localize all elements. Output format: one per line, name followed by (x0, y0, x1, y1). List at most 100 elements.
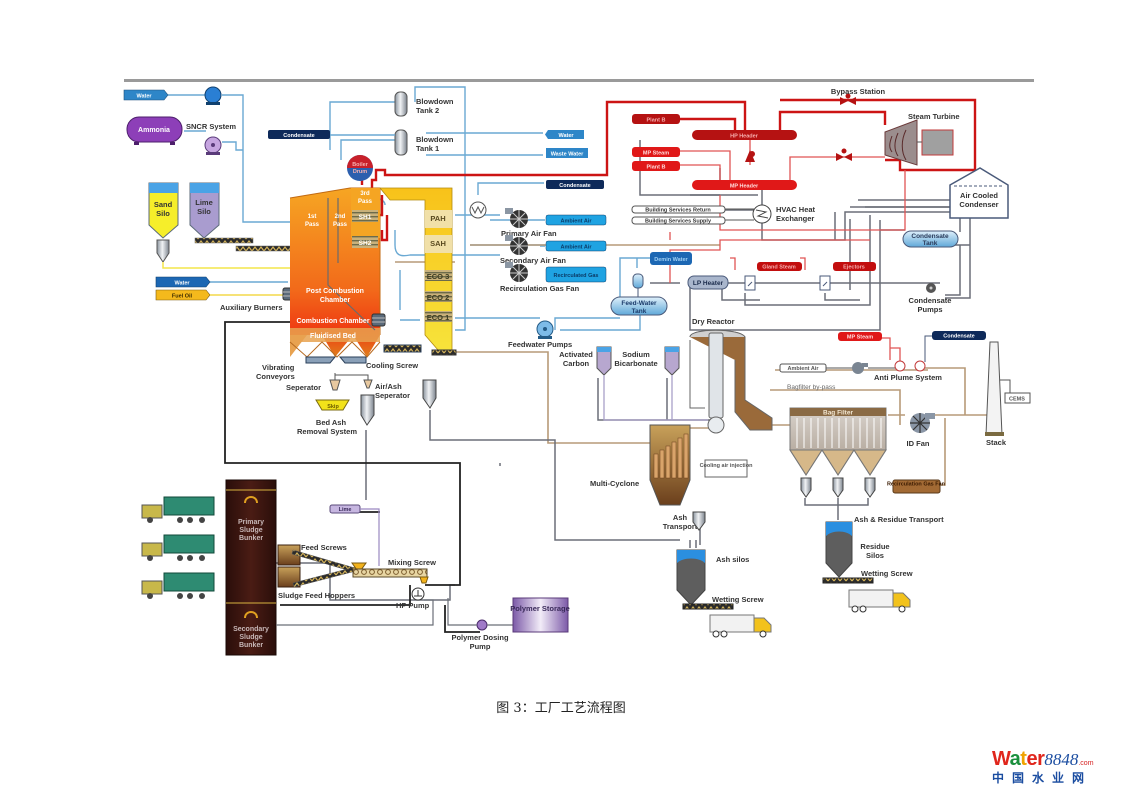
tag-cooling-air: Cooling air injection (700, 459, 753, 478)
tag-mp-steam-plume: MP Steam (838, 332, 882, 341)
tag-ammonia-tank: Ammonia (126, 116, 183, 145)
backpass-ash-cyclone (422, 379, 437, 409)
secondary-sludge-bunker: Secondary Sludge Bunker (226, 602, 276, 649)
truck-left (709, 614, 772, 638)
anti-plume-heater-2 (914, 360, 926, 372)
tag-condensate-left: Condensate (268, 130, 330, 139)
primary-sludge-bunker: Primary Sludge Bunker (225, 479, 277, 656)
tag-ambient-air-1: Ambient Air (545, 214, 607, 226)
logo-letter-w: W (992, 748, 1010, 770)
mixing-screw-label: Mixing Screw (388, 558, 436, 567)
sand-feed-line (162, 262, 290, 269)
condensate-tank: Condensate Tank (902, 230, 959, 248)
dry-reactor (689, 329, 773, 434)
activated-carbon-label: Activated (559, 350, 593, 359)
sludge-truck-3 (141, 572, 215, 599)
lime-screw-conveyor-1 (194, 237, 254, 244)
blowdown-tank-1: Blowdown Tank 1 (394, 129, 454, 156)
svg-text:Primary: Primary (238, 519, 264, 526)
feedwater-tank: Feed-Water Tank (610, 273, 668, 316)
hvac-label-2: Exchanger (776, 214, 814, 223)
stack (985, 341, 1004, 436)
logo-number: 8848 (1044, 750, 1079, 769)
svg-text:MP Header: MP Header (730, 184, 759, 190)
feedwater-pumps-label: Feedwater Pumps (508, 340, 572, 349)
svg-text:Waste Water: Waste Water (551, 152, 584, 158)
multi-cyclone (649, 424, 691, 506)
tag-water-left: Water (155, 276, 211, 288)
mixing-screw (351, 562, 429, 584)
ash-silo (676, 549, 706, 606)
svg-text:Ammonia: Ammonia (138, 127, 170, 134)
svg-text:Blowdown: Blowdown (416, 97, 454, 106)
tag-mp-steam: MP Steam (632, 147, 680, 157)
tag-waste-water: Waste Water (546, 148, 588, 158)
tag-demin-water: Demin Water (650, 252, 692, 265)
svg-text:Feed-Water: Feed-Water (621, 300, 657, 307)
vibrating-conveyors-label-2: Conveyors (256, 372, 295, 381)
svg-text:HP Header: HP Header (730, 134, 759, 140)
ash-transport-label-2: Transport (663, 522, 698, 531)
bed-ash-label-2: Removal System (297, 427, 357, 436)
lime-to-mixing-line (360, 508, 380, 566)
svg-text:Tank 2: Tank 2 (416, 106, 439, 115)
svg-text:Building Services Return: Building Services Return (645, 208, 711, 214)
wetting-screw-right-label: Wetting Screw (861, 569, 913, 578)
svg-text:Condensate: Condensate (943, 334, 974, 340)
svg-text:LP Heater: LP Heater (693, 280, 724, 287)
auxiliary-burners-label: Auxiliary Burners (220, 303, 283, 312)
ash-transport-hopper (692, 511, 706, 531)
logo-letter-r: r (1037, 748, 1045, 770)
activated-carbon-label-2: Carbon (563, 359, 590, 368)
svg-text:Polymer Storage: Polymer Storage (510, 604, 570, 613)
tag-water-top: Water (123, 89, 169, 101)
anti-plume-label: Anti Plume System (874, 373, 942, 382)
air-ash-separator-label: Air/Ash (375, 382, 402, 391)
svg-text:Lime: Lime (195, 198, 213, 207)
polymer-dosing-pump-label: Polymer Dosing (451, 633, 509, 642)
multi-cyclone-label: Multi-Cyclone (590, 479, 639, 488)
svg-text:Bunker: Bunker (239, 535, 263, 542)
separator-link (334, 373, 369, 380)
tag-lime-sludge: Lime (329, 504, 361, 514)
plume-condensate-line (924, 335, 932, 362)
anti-plume-heater-1 (894, 360, 906, 372)
lime-silo: Lime Silo (189, 182, 220, 239)
sludge-trucks (141, 496, 215, 599)
svg-text:Ejectors: Ejectors (843, 265, 865, 271)
stack-label: Stack (986, 438, 1007, 447)
svg-text:PAH: PAH (430, 214, 445, 223)
watermark-logo: Water8848.com 中国水业网 (992, 748, 1117, 786)
water-pump (204, 86, 222, 105)
boiler: 1st Pass 2nd Pass 3rd Pass SH1 SH2 Post … (289, 187, 381, 358)
blowdown-tank-2: Blowdown Tank 2 (394, 91, 454, 117)
recirculation-gas-fan-label: Recirculation Gas Fan (500, 284, 580, 293)
bypass-station-label: Bypass Station (831, 87, 886, 96)
primary-air-fan (505, 208, 528, 228)
residue-silos-label: Residue (860, 542, 889, 551)
svg-text:Sludge: Sludge (239, 634, 262, 641)
svg-text:1st: 1st (308, 214, 317, 220)
svg-text:SH2: SH2 (359, 240, 372, 247)
svg-text:Pass: Pass (305, 222, 320, 228)
tag-ambient-air-2: Ambient Air (545, 240, 607, 252)
svg-text:Condensate: Condensate (559, 183, 590, 189)
svg-text:Skip: Skip (327, 404, 339, 410)
combustion-chamber-burner (371, 313, 386, 327)
bag-filter-hoppers (800, 477, 876, 498)
page-top-rule (124, 79, 1034, 82)
svg-text:Bunker: Bunker (239, 642, 263, 649)
sludge-feed-hoppers (277, 544, 301, 588)
svg-text:ECO 1: ECO 1 (427, 313, 450, 322)
sludge-truck-2 (141, 534, 215, 561)
bag-filter: Bag Filter (789, 407, 887, 476)
logo-letter-a: a (1009, 748, 1021, 770)
logo-subtitle: 中国水业网 (992, 771, 1093, 785)
tag-recirculation-gas-fan: Recirculation Gas Fan (887, 479, 946, 494)
hvac-heat-exchanger (752, 204, 772, 224)
feedwater-pump (536, 320, 554, 339)
svg-text:Condenser: Condenser (959, 200, 998, 209)
svg-text:Water: Water (558, 133, 574, 139)
air-cooled-condenser: Air Cooled Condenser (949, 167, 1009, 219)
secondary-bunker-line (276, 599, 434, 626)
